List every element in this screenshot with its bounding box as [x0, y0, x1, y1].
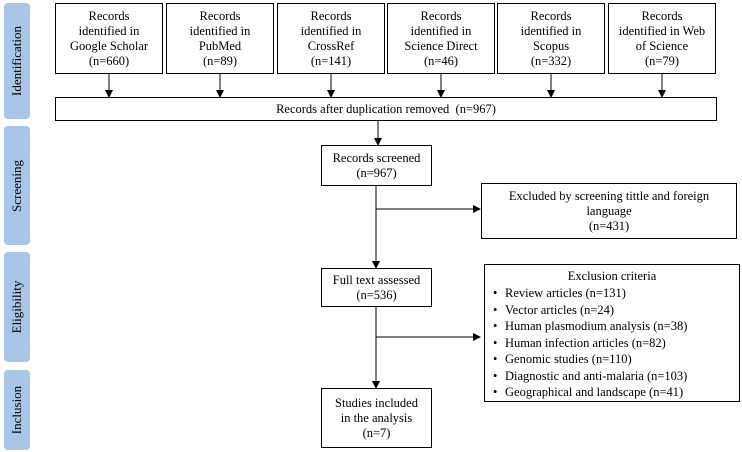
fulltext-box: Full text assessed (n=536) — [321, 268, 432, 307]
box-text: PubMed — [198, 38, 242, 53]
box-text: language — [586, 203, 632, 218]
box-count: (n=660) — [88, 53, 130, 68]
source-box-scopus: Records identified in Scopus (n=332) — [497, 3, 605, 74]
box-text: Science Direct — [404, 38, 478, 53]
box-text: Records — [641, 8, 683, 23]
box-text: Google Scholar — [69, 38, 149, 53]
included-box: Studies included in the analysis (n=7) — [321, 388, 432, 448]
box-text: Records — [199, 8, 241, 23]
box-count: (n=46) — [423, 53, 459, 68]
dedup-box: Records after duplication removed (n=967… — [55, 97, 717, 121]
box-count: (n=431) — [588, 218, 630, 233]
box-text: Excluded by screening tittle and foreign — [508, 188, 710, 203]
box-text: CrossRef — [307, 38, 355, 53]
list-item: Human plasmodium analysis (n=38) — [493, 318, 733, 335]
box-text: Records screened — [332, 150, 421, 165]
list-item: Vector articles (n=24) — [493, 302, 733, 319]
box-text: identified in — [189, 23, 251, 38]
source-box-pubmed: Records identified in PubMed (n=89) — [166, 3, 274, 74]
box-text: identified in — [300, 23, 362, 38]
list-item: Human infection articles (n=82) — [493, 335, 733, 352]
exclusion-criteria-list: Review articles (n=131) Vector articles … — [491, 285, 733, 401]
box-count: (n=536) — [356, 287, 397, 302]
phase-screening: Screening — [4, 126, 30, 245]
source-box-web-of-science: Records identified in Web of Science (n=… — [608, 3, 716, 74]
list-item: Genomic studies (n=110) — [493, 351, 733, 368]
box-text: identified in — [410, 23, 472, 38]
list-item: Diagnostic and anti-malaria (n=103) — [493, 368, 733, 385]
box-count: (n=89) — [202, 53, 238, 68]
box-text: Full text assessed — [332, 272, 421, 287]
box-text: Records after duplication removed (n=967… — [276, 101, 496, 116]
box-count: (n=7) — [362, 425, 391, 440]
phase-identification: Identification — [4, 3, 30, 119]
box-text: Scopus — [532, 38, 570, 53]
box-text: identified in — [78, 23, 140, 38]
excluded-screening-box: Excluded by screening tittle and foreign… — [481, 183, 737, 239]
exclusion-criteria-box: Exclusion criteria Review articles (n=13… — [484, 264, 740, 402]
screened-box: Records screened (n=967) — [321, 145, 432, 186]
box-text: Records — [420, 8, 462, 23]
box-count: (n=79) — [644, 53, 680, 68]
source-box-google-scholar: Records identified in Google Scholar (n=… — [55, 3, 163, 74]
box-count: (n=967) — [356, 165, 397, 180]
box-text: in the analysis — [340, 410, 413, 425]
box-text: Records — [530, 8, 572, 23]
box-text: identified in Web — [618, 23, 706, 38]
list-item: Geographical and landscape (n=41) — [493, 384, 733, 401]
phase-inclusion: Inclusion — [4, 370, 30, 450]
box-text: Records — [88, 8, 130, 23]
source-box-science-direct: Records identified in Science Direct (n=… — [387, 3, 495, 74]
exclusion-criteria-title: Exclusion criteria — [567, 269, 657, 283]
box-text: of Science — [635, 38, 689, 53]
box-count: (n=332) — [530, 53, 572, 68]
box-count: (n=141) — [310, 53, 352, 68]
box-text: Records — [310, 8, 352, 23]
phase-eligibility: Eligibility — [4, 252, 30, 362]
source-box-crossref: Records identified in CrossRef (n=141) — [277, 3, 385, 74]
list-item: Review articles (n=131) — [493, 285, 733, 302]
box-text: identified in — [520, 23, 582, 38]
box-text: Studies included — [335, 395, 418, 410]
